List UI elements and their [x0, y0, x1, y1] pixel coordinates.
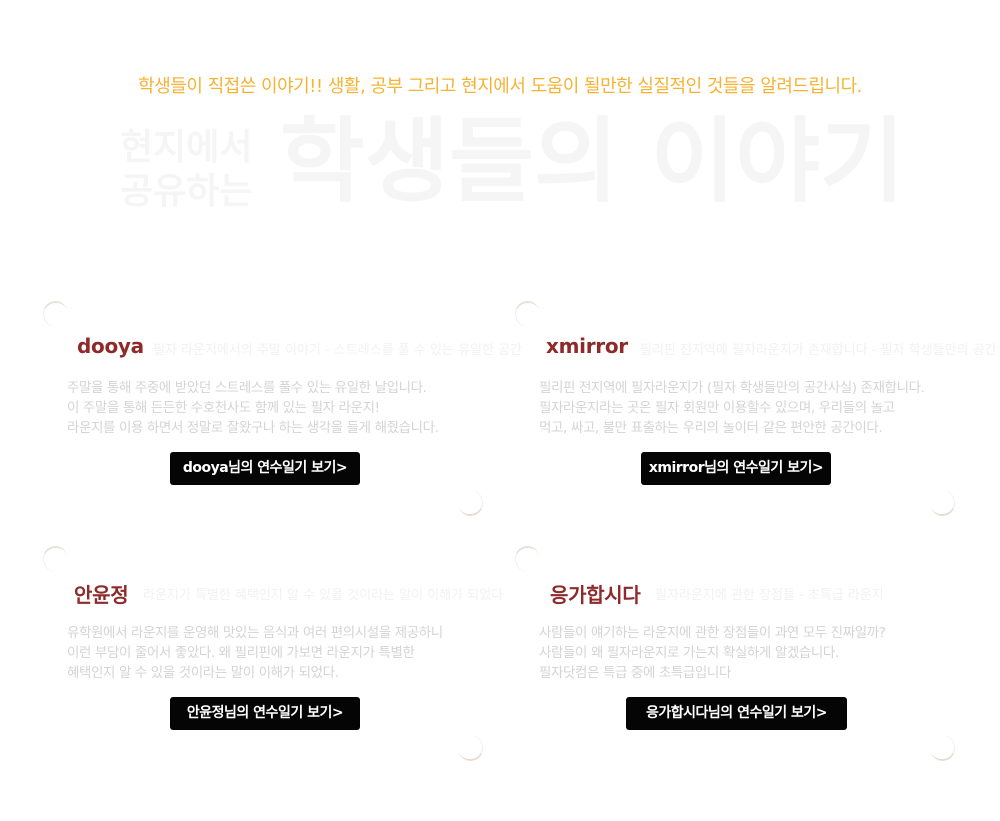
view-diary-button-eunggahapsida[interactable]: 응가합시다님의 연수일기 보기>: [626, 697, 847, 730]
close-quote-icon: [455, 733, 486, 763]
card-body: 필리핀 전지역에 필자라운지가 (필자 학생들만의 공간사실) 존재합니다. 필…: [539, 378, 939, 438]
close-quote-icon: [927, 488, 958, 518]
card-body-line: 라운지를 이용 하면서 정말로 잘왔구나 하는 생각을 들게 해줬습니다.: [67, 420, 439, 436]
card-body-line: 사람들이 왜 필자라운지로 가는지 확실하게 알겠습니다.: [539, 645, 839, 661]
card-body-line: 혜택인지 알 수 있을 것이라는 말이 이해가 되었다.: [67, 665, 339, 681]
card-body-line: 이 주말을 통해 든든한 수호천사도 함께 있는 필자 라운지!: [67, 400, 380, 416]
card-body-line: 필리핀 전지역에 필자라운지가 (필자 학생들만의 공간사실) 존재합니다.: [539, 380, 925, 396]
card-body-line: 필자닷컴은 특급 중에 초특급입니다: [539, 665, 731, 681]
review-card-dooya: dooya 필자 라운지에서의 주말 이야기 - 스트레스를 풀 수 있는 유일…: [40, 299, 522, 518]
review-card-anyunjeong: 안윤정 라운지가 특별한 혜택인지 알 수 있을 것이라는 말이 이해가 되었다…: [40, 544, 503, 763]
background-title-small: 현지에서 공유하는: [120, 127, 253, 212]
card-author-name: 응가합시다: [550, 583, 641, 607]
card-body-line: 사람들이 얘기하는 라운지에 관한 장점들이 과연 모두 진짜일까?: [539, 625, 886, 641]
close-quote-icon: [927, 733, 958, 763]
card-subtitle: 필자 라운지에서의 주말 이야기 - 스트레스를 풀 수 있는 유일한 공간: [153, 343, 522, 358]
review-card-eunggahapsida: 응가합시다 필자라운지에 관한 장점들 - 초특급 라운지 사람들이 얘기하는 …: [512, 544, 958, 763]
card-body-line: 이런 부담이 줄어서 좋았다. 왜 필리핀에 가보면 라운지가 특별한: [67, 645, 415, 661]
background-title: 현지에서 공유하는 학생들의 이야기: [120, 112, 905, 218]
card-body: 주말을 통해 주중에 받았던 스트레스를 풀수 있는 유일한 날입니다. 이 주…: [67, 378, 467, 438]
card-author-name: 안윤정: [74, 583, 129, 607]
open-quote-icon: [40, 544, 71, 574]
view-diary-button-xmirror[interactable]: xmirror님의 연수일기 보기>: [641, 452, 831, 485]
background-title-big: 학생들의 이야기: [280, 108, 905, 215]
card-author-name: xmirror: [546, 334, 628, 358]
view-diary-button-dooya[interactable]: dooya님의 연수일기 보기>: [170, 452, 360, 485]
open-quote-icon: [512, 299, 543, 329]
card-author-name: dooya: [77, 334, 144, 358]
card-subtitle: 필자라운지에 관한 장점들 - 초특급 라운지: [655, 588, 884, 603]
card-body-line: 유학원에서 라운지를 운영해 맛있는 음식과 여러 편의시설을 제공하니: [67, 625, 443, 641]
open-quote-icon: [40, 299, 71, 329]
card-body-line: 필자라운지라는 곳은 필자 회원만 이용할수 있으며, 우리들의 놀고: [539, 400, 895, 416]
card-body-line: 먹고, 싸고, 불만 표출하는 우리의 놀이터 같은 편안한 공간이다.: [539, 420, 883, 436]
card-body: 유학원에서 라운지를 운영해 맛있는 음식과 여러 편의시설을 제공하니 이런 …: [67, 623, 467, 683]
card-subtitle: 라운지가 특별한 혜택인지 알 수 있을 것이라는 말이 이해가 되었다: [143, 588, 504, 603]
open-quote-icon: [512, 544, 543, 574]
card-body: 사람들이 얘기하는 라운지에 관한 장점들이 과연 모두 진짜일까? 사람들이 …: [539, 623, 939, 683]
card-body-line: 주말을 통해 주중에 받았던 스트레스를 풀수 있는 유일한 날입니다.: [67, 380, 427, 396]
close-quote-icon: [455, 488, 486, 518]
page-subtitle: 학생들이 직접쓴 이야기!! 생활, 공부 그리고 현지에서 도움이 될만한 실…: [138, 76, 862, 97]
card-subtitle: 필리핀 전지역에 필자라운지가 존재합니다 - 필자 학생들만의 공간: [640, 343, 997, 358]
review-card-xmirror: xmirror 필리핀 전지역에 필자라운지가 존재합니다 - 필자 학생들만의…: [512, 299, 997, 518]
view-diary-button-anyunjeong[interactable]: 안윤정님의 연수일기 보기>: [170, 697, 360, 730]
